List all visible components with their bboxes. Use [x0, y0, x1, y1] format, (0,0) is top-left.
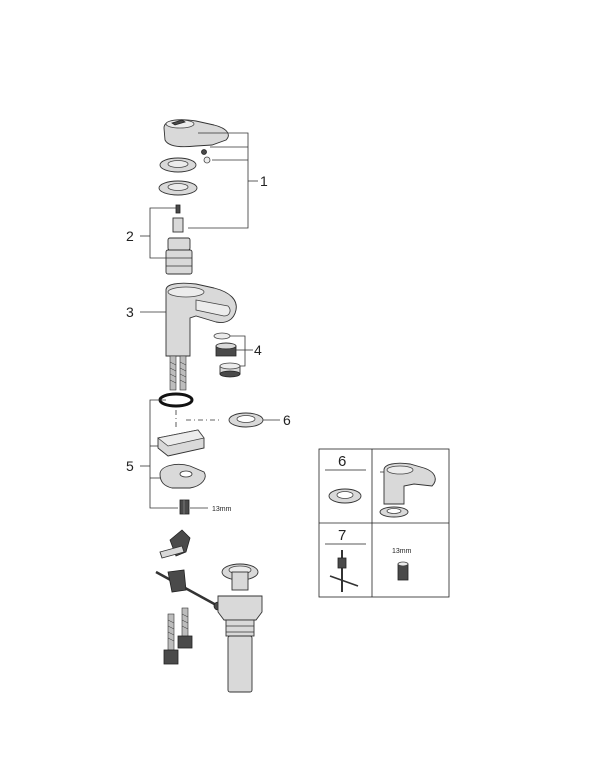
callout-6: 6: [283, 412, 291, 428]
aerator-insert: [215, 342, 237, 357]
inset-cell-6: 6: [325, 453, 366, 504]
leader-lines-5: [140, 399, 178, 509]
lift-rod-clip: [159, 529, 191, 559]
inset-wrench-size: 13mm: [392, 548, 412, 555]
cartridge: [165, 217, 193, 275]
leader-lines-2: [140, 207, 176, 259]
pivot-rod: [155, 569, 223, 611]
support-plate: [157, 429, 205, 457]
callout-4: 4: [254, 342, 262, 358]
inset-cell-faucet: [379, 462, 436, 518]
callout-1: 1: [260, 173, 268, 189]
cartridge-pin: [175, 204, 181, 214]
callout-2: 2: [126, 228, 134, 244]
screw-small: [201, 149, 211, 164]
drain-body: [217, 595, 263, 693]
aerator-housing: [219, 362, 241, 378]
slotted-washer: [159, 463, 206, 489]
lever-handle: [163, 119, 229, 148]
inset-cell-7: 7: [325, 527, 366, 592]
wrench-size-label: 13mm: [212, 506, 232, 513]
hose-connectors: [163, 607, 193, 665]
cover-ring-lower: [158, 180, 198, 196]
drain-plug: [221, 563, 259, 591]
supply-hoses: [169, 355, 187, 391]
faucet-body: [160, 282, 237, 357]
inset-cell-nut: 13mm: [392, 548, 412, 581]
inset-title-6: 6: [338, 453, 346, 470]
mounting-nut: [179, 499, 190, 515]
callout-3: 3: [126, 304, 134, 320]
center-dash-line: [175, 410, 220, 430]
cover-ring-upper: [159, 157, 197, 173]
leader-lines-4: [230, 335, 253, 367]
inset-title-7: 7: [338, 527, 346, 544]
aerator-seal: [213, 332, 231, 340]
callout-5: 5: [126, 458, 134, 474]
seal-ring: [228, 412, 264, 428]
leader-lines-1: [188, 132, 258, 229]
